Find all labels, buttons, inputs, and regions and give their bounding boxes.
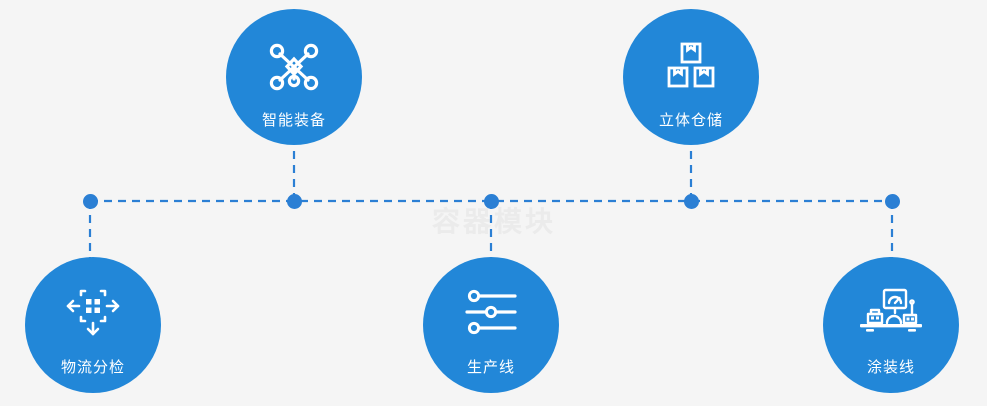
node-label: 物流分检 bbox=[60, 358, 125, 376]
sliders-icon bbox=[423, 284, 559, 340]
node-label: 立体仓储 bbox=[658, 111, 723, 129]
node-label: 智能装备 bbox=[261, 111, 326, 129]
junction-dot-logistics[interactable] bbox=[82, 193, 98, 209]
junction-dot-production-line[interactable] bbox=[483, 193, 499, 209]
node-production-line[interactable]: 生产线 bbox=[423, 257, 559, 393]
junction-dot-warehouse[interactable] bbox=[683, 193, 699, 209]
factory-machine-icon bbox=[823, 284, 959, 340]
node-smart-equipment[interactable]: 智能装备 bbox=[226, 9, 362, 145]
node-label: 涂装线 bbox=[866, 358, 915, 376]
sorting-arrows-icon bbox=[25, 284, 161, 340]
stacked-boxes-icon bbox=[623, 39, 759, 95]
node-logistics[interactable]: 物流分检 bbox=[25, 257, 161, 393]
node-label: 生产线 bbox=[466, 358, 515, 376]
junction-dot-smart-equipment[interactable] bbox=[286, 193, 302, 209]
node-warehouse[interactable]: 立体仓储 bbox=[623, 9, 759, 145]
network-nodes-icon bbox=[226, 39, 362, 95]
watermark-text: 容器模块 bbox=[432, 206, 557, 237]
junction-dot-painting-line[interactable] bbox=[884, 193, 900, 209]
node-painting-line[interactable]: 涂装线 bbox=[823, 257, 959, 393]
